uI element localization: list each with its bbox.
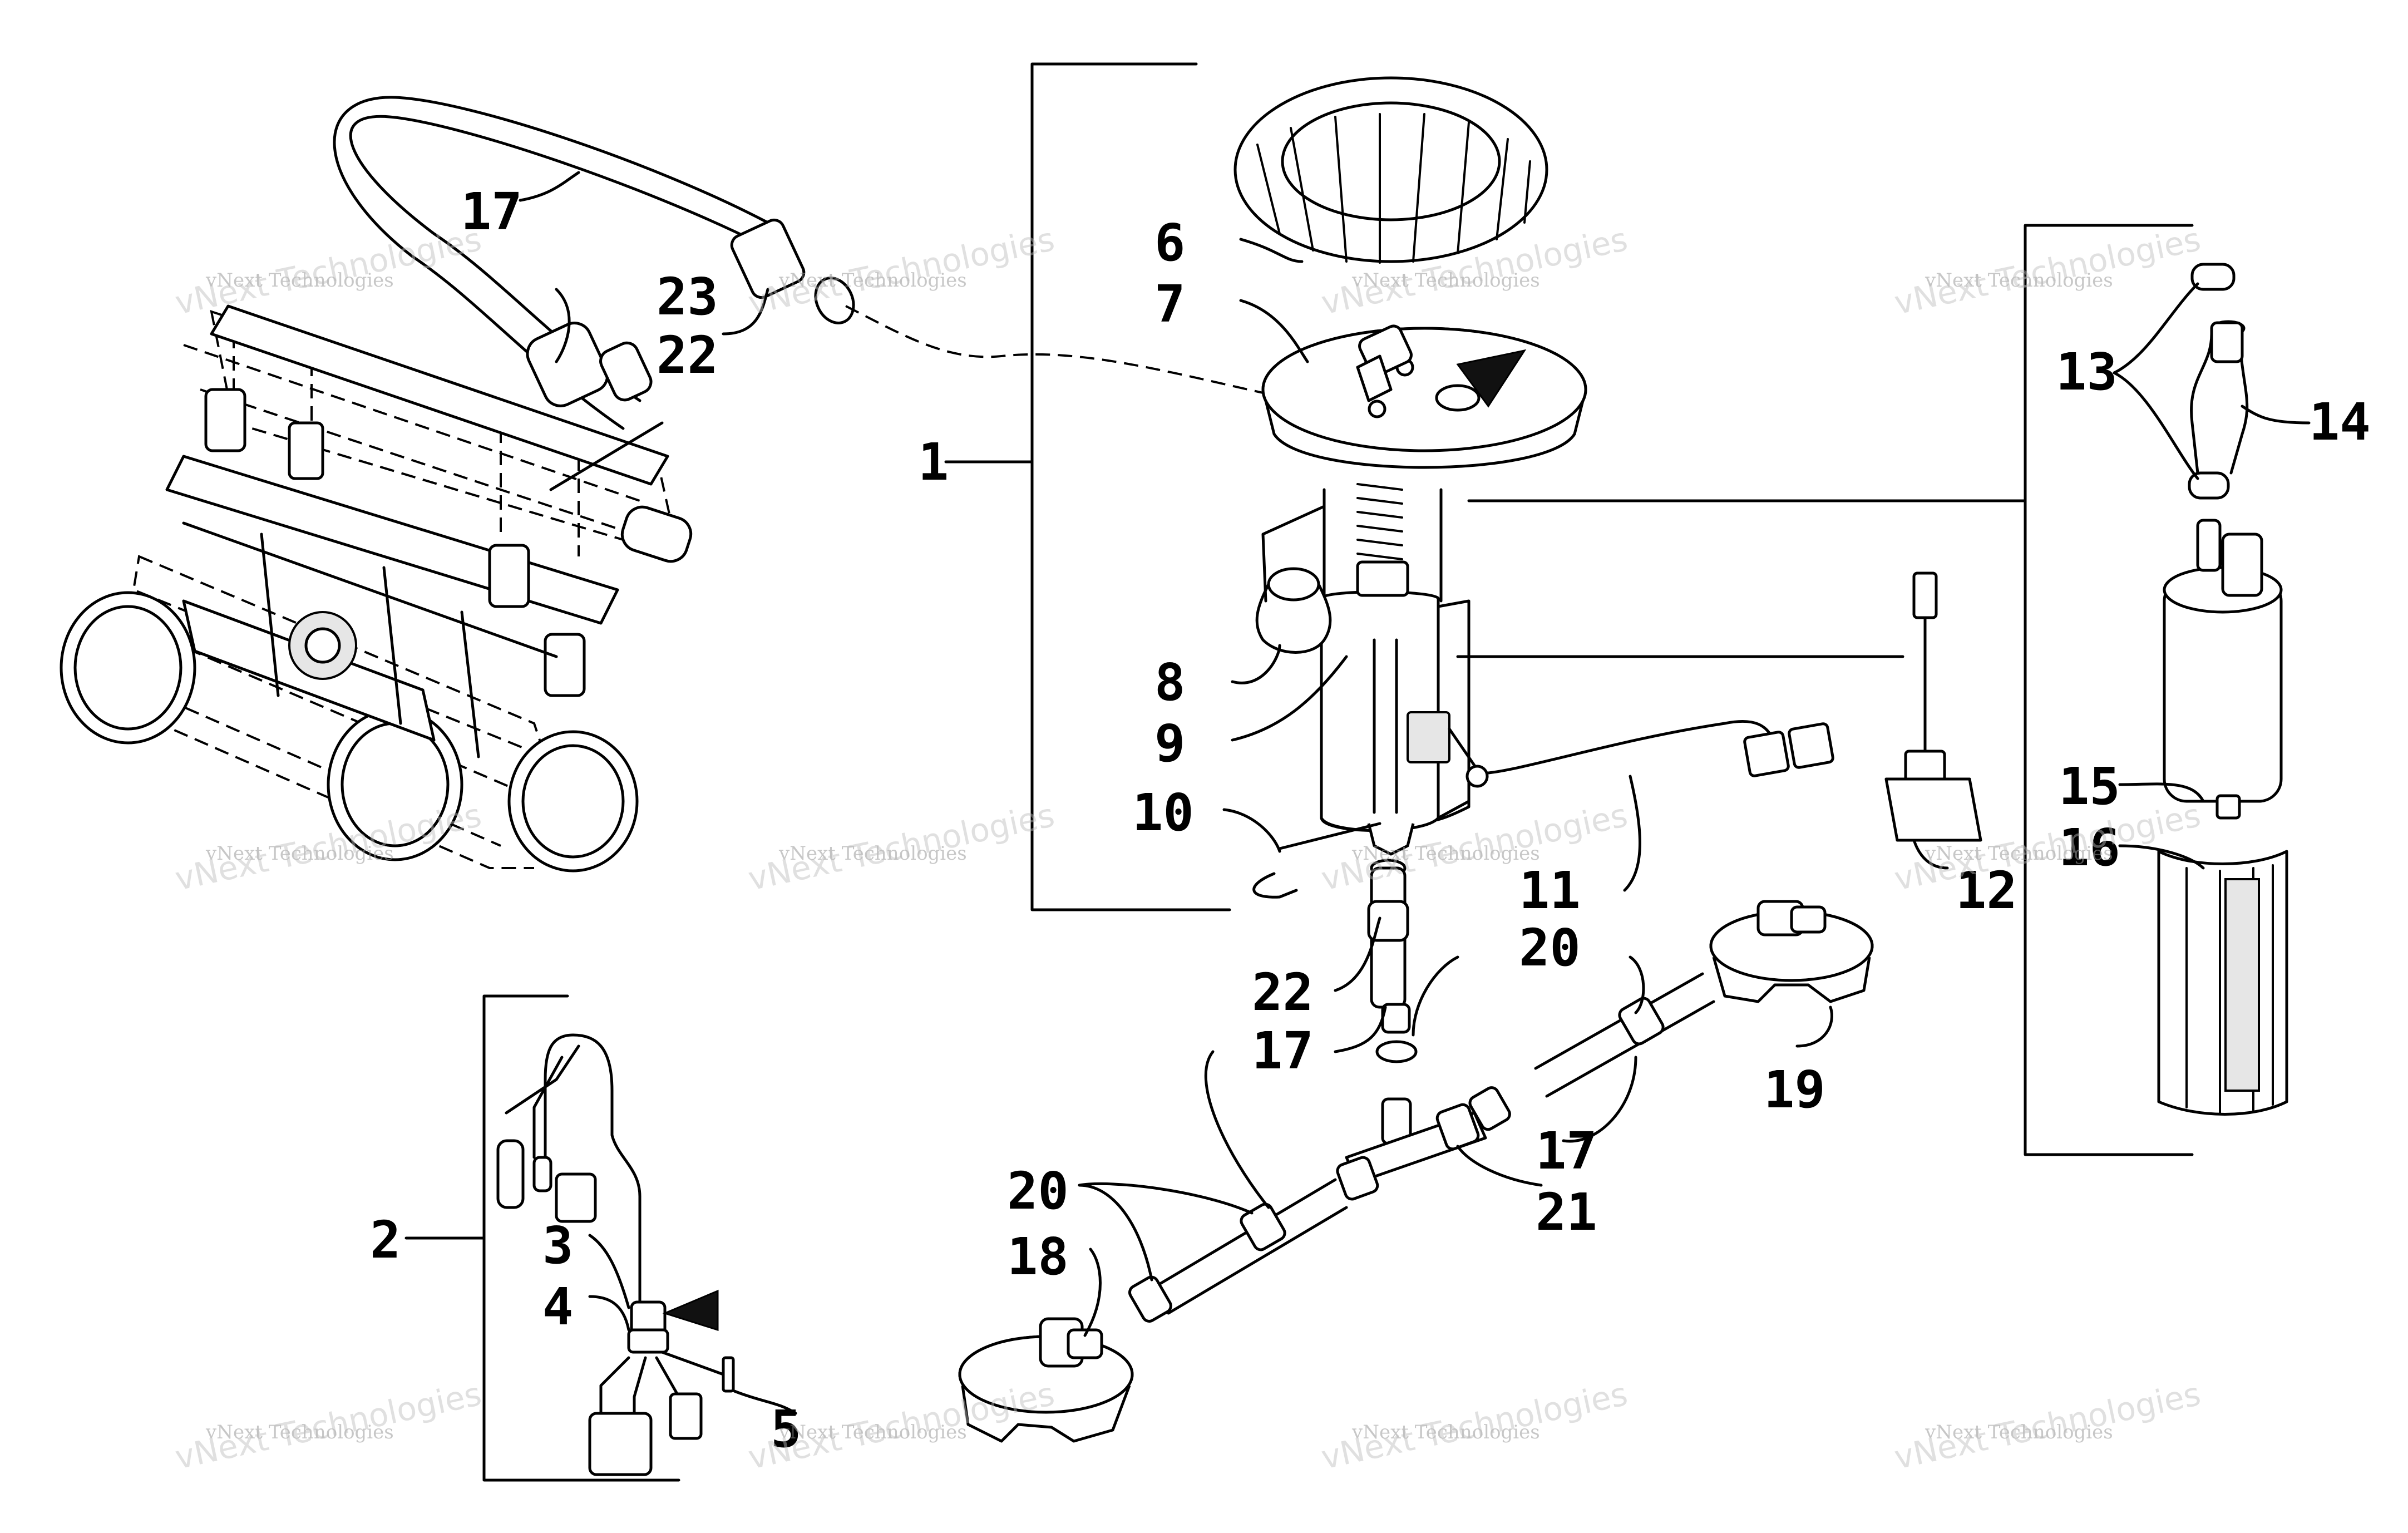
fuel-pump-detail: [1467, 224, 2288, 1156]
callout-16: 16: [2059, 818, 2120, 878]
watermark-text: vNext Technologies: [205, 842, 394, 865]
watermark-text: vNext Technologies: [205, 269, 394, 292]
watermark-text: vNext Technologies: [778, 269, 967, 292]
arrow-up-icon: [1456, 349, 1527, 408]
callout-18: 18: [1007, 1227, 1069, 1286]
callout-4: 4: [542, 1277, 573, 1337]
callout-numbers: 17 23 22 6 7 1 13 14 8 9 10 11 12 15 16 …: [370, 182, 2371, 1459]
wiring-harness-assembly: [404, 994, 735, 1482]
callout-7: 7: [1154, 274, 1185, 334]
callout-10: 10: [1132, 783, 1194, 842]
callout-17: 17: [461, 182, 522, 241]
callout-19: 19: [1764, 1060, 1825, 1120]
callout-21: 21: [1536, 1182, 1597, 1242]
callout-17: 17: [1252, 1021, 1314, 1081]
arrow-right-icon: [662, 1289, 719, 1332]
callout-14: 14: [2309, 392, 2371, 452]
callout-11: 11: [1519, 861, 1581, 920]
callout-5: 5: [771, 1399, 801, 1459]
callout-2: 2: [370, 1210, 401, 1270]
watermark-text: vNext Technologies: [1351, 1421, 1540, 1443]
callout-22: 22: [657, 326, 718, 385]
watermark-text: vNext Technologies: [1351, 842, 1540, 865]
fuel-pump-assembly: [944, 62, 1982, 1063]
callout-23: 23: [657, 267, 718, 327]
callout-20: 20: [1519, 918, 1581, 978]
watermark-text: vNext Technologies: [1351, 269, 1540, 292]
callout-13: 13: [2056, 342, 2118, 402]
watermark-text: vNext Technologies: [778, 1421, 967, 1443]
callout-3: 3: [542, 1216, 573, 1275]
callout-9: 9: [1154, 714, 1185, 773]
leader-lines: [519, 171, 2311, 1415]
watermark-text: vNext Technologies: [205, 1421, 394, 1443]
watermark-text: vNext Technologies: [1925, 842, 2113, 865]
fuel-hose-17-top: [333, 96, 1358, 491]
watermark-text: vNext Technologies: [1925, 1421, 2113, 1443]
callout-17: 17: [1536, 1121, 1597, 1181]
callout-8: 8: [1154, 653, 1185, 712]
callout-12: 12: [1956, 861, 2017, 920]
callout-20: 20: [1007, 1161, 1069, 1221]
callout-6: 6: [1154, 213, 1185, 273]
watermark-text: vNext Technologies: [1925, 269, 2113, 292]
callout-22: 22: [1252, 963, 1314, 1022]
watermark-text: vNext Technologies: [778, 842, 967, 865]
fuel-pickup-assembly: [958, 900, 1874, 1443]
callout-1: 1: [918, 432, 949, 492]
callout-15: 15: [2059, 757, 2120, 816]
throttle-body-assembly: [60, 304, 693, 873]
